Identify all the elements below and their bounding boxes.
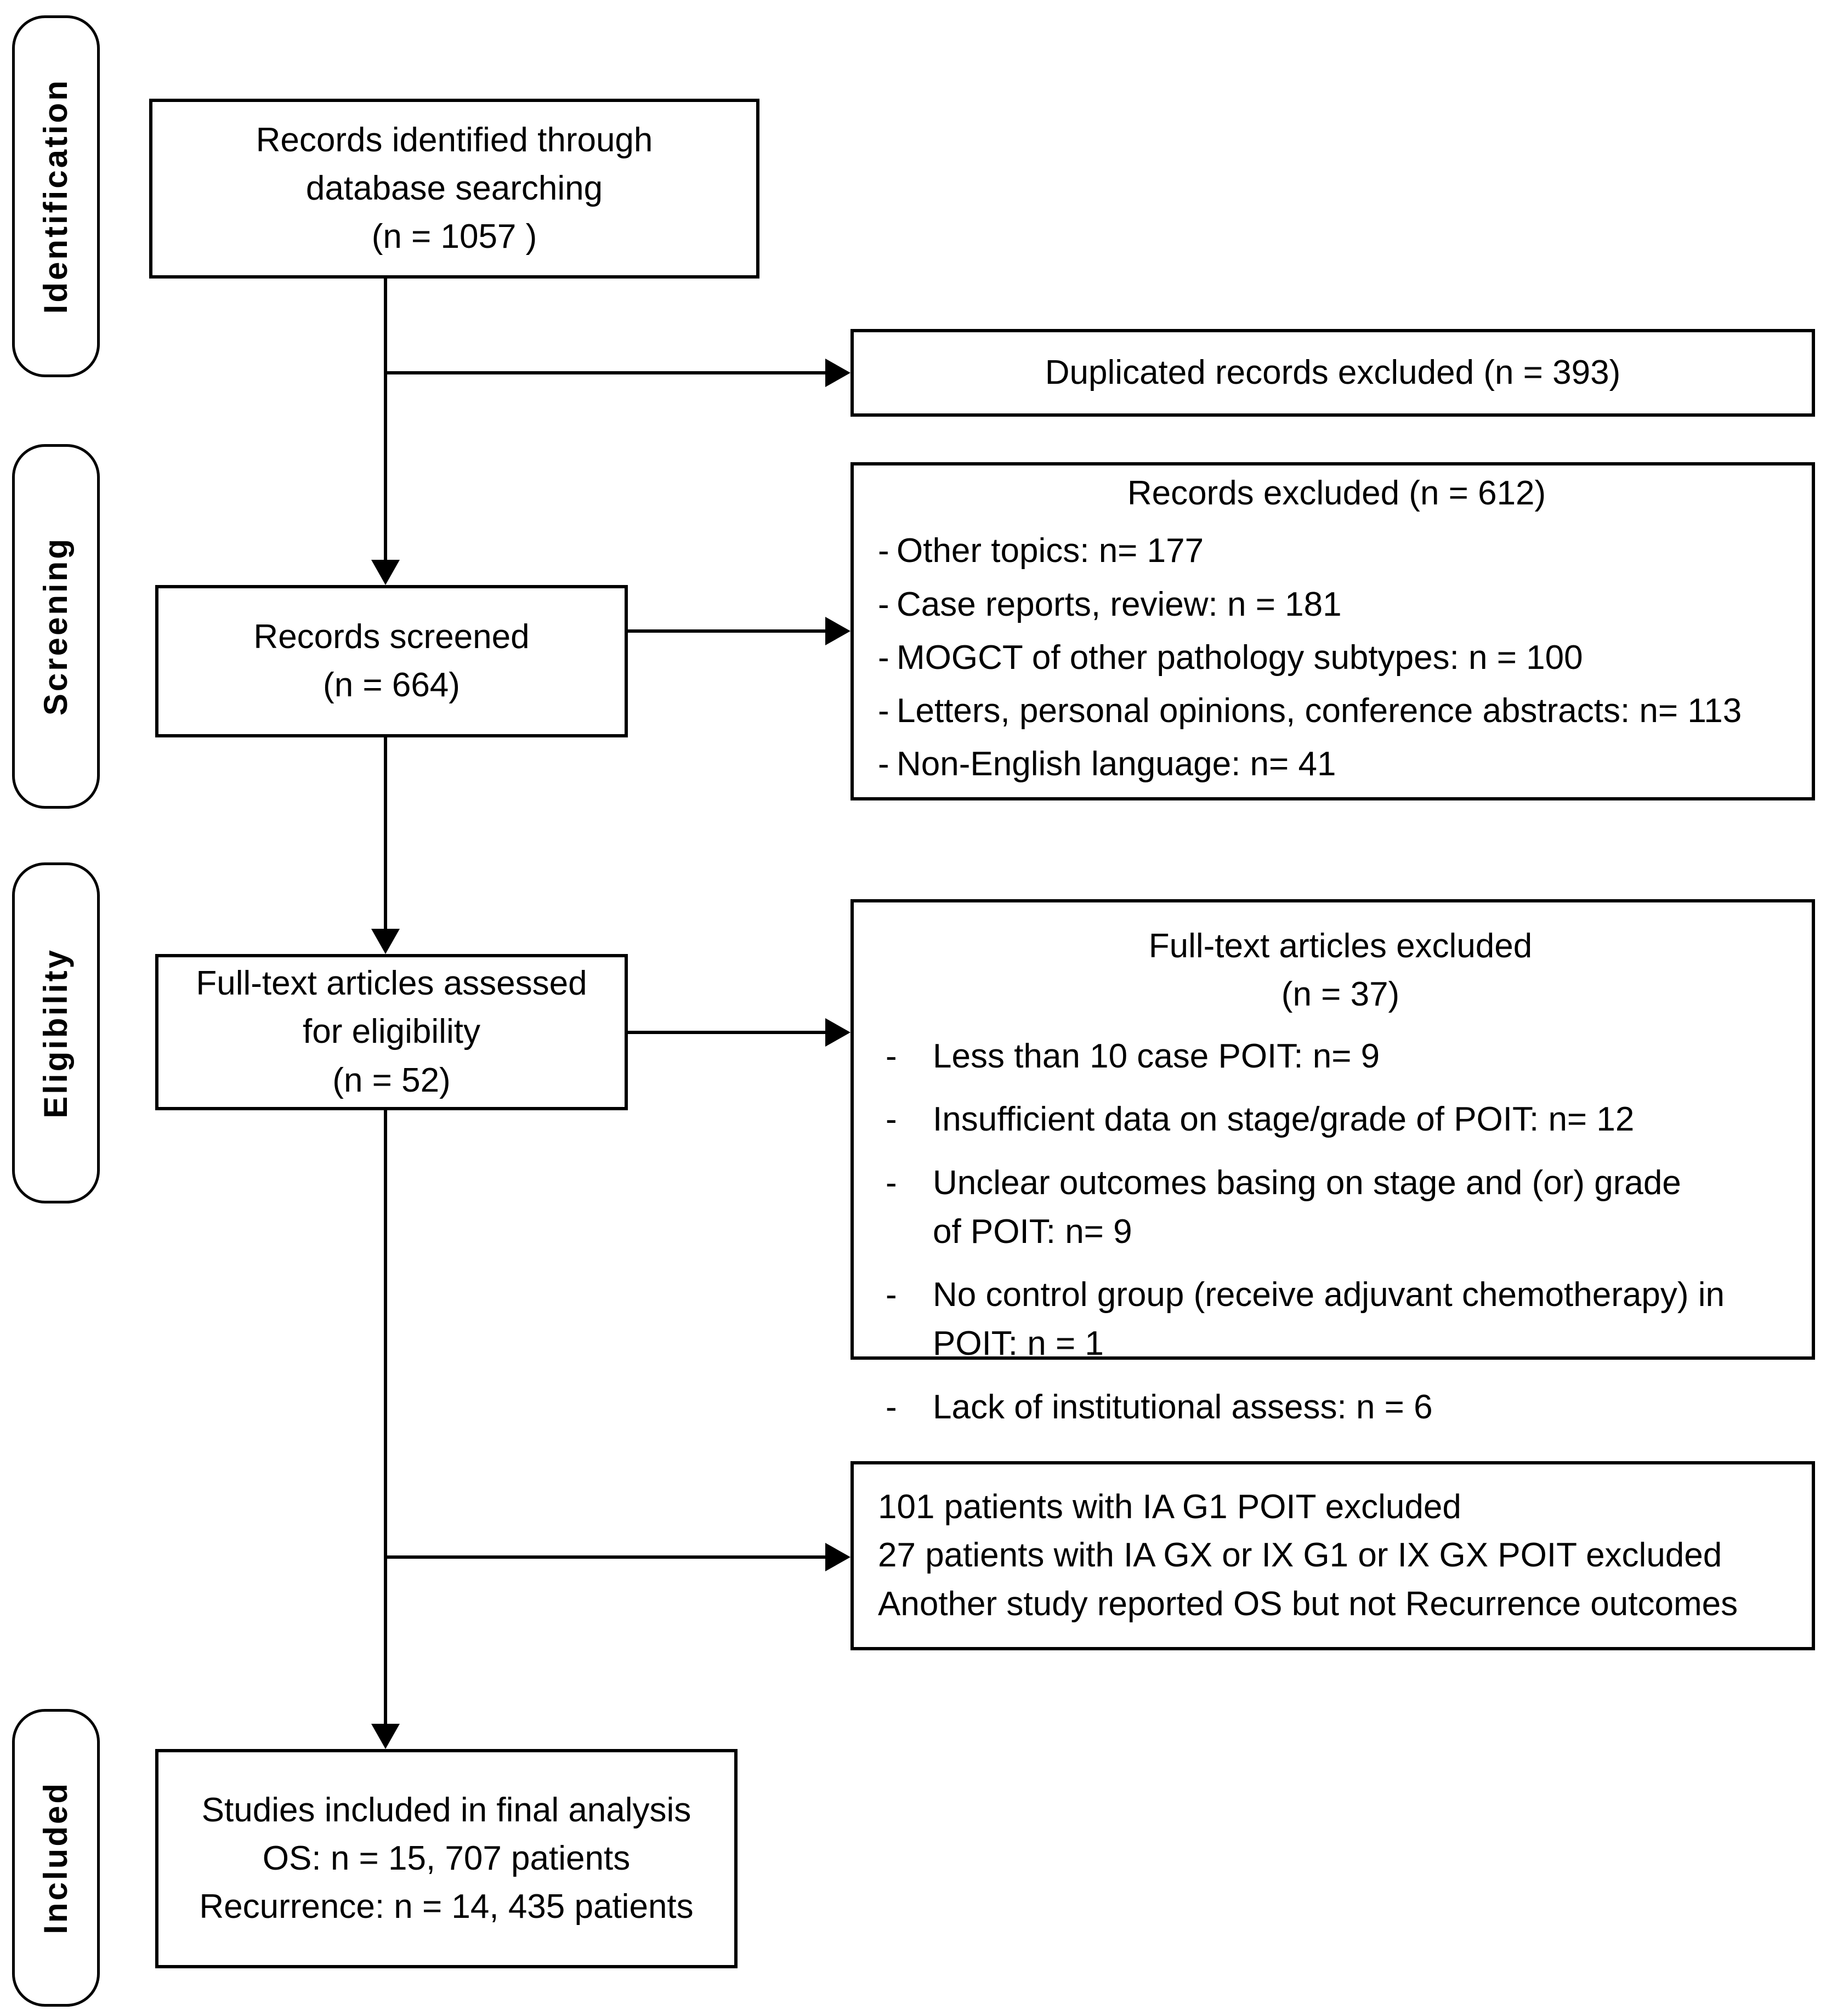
studies-included-line-1: Studies included in final analysis	[201, 1791, 691, 1829]
fulltext-excluded-title-line-2: (n = 37)	[1281, 975, 1400, 1014]
connector-to-patients-excluded	[384, 1555, 829, 1559]
records-screened-line-2: (n = 664)	[323, 666, 460, 704]
arrow-to-patients-excluded	[825, 1543, 850, 1571]
records-screened-line-1: Records screened	[253, 617, 530, 656]
dash-marker: -	[886, 1037, 897, 1076]
box-records-screened: Records screened (n = 664)	[155, 585, 628, 737]
studies-included-line-2: OS: n = 15, 707 patients	[262, 1839, 631, 1877]
duplicated-records-excluded-title: Duplicated records excluded (n = 393)	[1045, 353, 1621, 391]
dash-marker: -	[878, 638, 889, 677]
stage-label-identification: Identification	[37, 78, 74, 314]
records-excluded-title: Records excluded (n = 612)	[1127, 474, 1546, 513]
arrow-to-records-excluded	[825, 617, 850, 645]
box-studies-included: Studies included in final analysis OS: n…	[155, 1749, 738, 1968]
stage-label-screening: Screening	[37, 537, 74, 716]
box-patients-excluded: 101 patients with IA G1 POIT excluded 27…	[850, 1461, 1815, 1650]
dash-marker: -	[878, 532, 889, 570]
stage-label-eligibility: Eligibility	[37, 947, 74, 1118]
records-excluded-item-2: - Case reports, review: n = 181	[878, 580, 1795, 629]
dash-marker: -	[878, 745, 889, 783]
connector-fulltext-to-included	[384, 1110, 387, 1724]
records-excluded-item-4: - Letters, personal opinions, conference…	[878, 686, 1795, 735]
box-records-identified: Records identified through database sear…	[149, 99, 759, 279]
arrow-to-fulltext-excluded	[825, 1018, 850, 1047]
arrow-to-fulltext-assessed	[371, 929, 400, 954]
fulltext-excluded-title-line-1: Full-text articles excluded	[1148, 927, 1533, 965]
connector-to-duplicated-excluded	[384, 371, 829, 374]
records-identified-line-1: Records identified through	[256, 121, 653, 159]
fulltext-excluded-item-1: - Less than 10 case POIT: n= 9	[886, 1032, 1795, 1081]
fulltext-excluded-item-2: - Insufficient data on stage/grade of PO…	[886, 1095, 1795, 1144]
connector-to-fulltext-excluded	[628, 1031, 829, 1034]
dash-marker: -	[878, 692, 889, 730]
connector-screened-to-fulltext	[384, 737, 387, 929]
records-excluded-item-1: - Other topics: n= 177	[878, 526, 1795, 575]
stage-label-included: Included	[37, 1781, 74, 1934]
dash-marker: -	[878, 585, 889, 623]
patients-excluded-line-3: Another study reported OS but not Recurr…	[878, 1585, 1738, 1623]
stage-pill-screening: Screening	[12, 444, 100, 809]
dash-marker: -	[886, 1163, 897, 1202]
box-duplicated-records-excluded: Duplicated records excluded (n = 393)	[850, 329, 1815, 417]
box-records-excluded: Records excluded (n = 612) - Other topic…	[850, 462, 1815, 800]
stage-pill-identification: Identification	[12, 15, 100, 377]
box-fulltext-excluded: Full-text articles excluded (n = 37) - L…	[850, 899, 1815, 1426]
records-identified-line-2: database searching	[305, 169, 603, 207]
arrow-to-records-screened	[371, 560, 400, 585]
fulltext-assessed-line-1: Full-text articles assessed	[196, 964, 587, 1003]
arrow-to-duplicated-excluded	[825, 359, 850, 387]
records-excluded-item-3: - MOGCT of other pathology subtypes: n =…	[878, 633, 1795, 682]
box-fulltext-assessed: Full-text articles assessed for eligibil…	[155, 954, 628, 1110]
dash-marker: -	[886, 1276, 897, 1314]
arrow-to-studies-included	[371, 1724, 400, 1749]
dash-marker: -	[886, 1100, 897, 1139]
fulltext-excluded-item-3: - Unclear outcomes basing on stage and (…	[886, 1159, 1795, 1257]
fulltext-assessed-line-2: for eligibility	[303, 1013, 480, 1051]
connector-spine-top	[384, 279, 387, 560]
records-excluded-item-5: - Non-English language: n= 41	[878, 740, 1795, 788]
fulltext-excluded-list: - Less than 10 case POIT: n= 9 - Insuffi…	[886, 1032, 1795, 1446]
patients-excluded-line-1: 101 patients with IA G1 POIT excluded	[878, 1488, 1461, 1526]
stage-pill-included: Included	[12, 1709, 100, 2007]
studies-included-line-3: Recurrence: n = 14, 435 patients	[199, 1888, 694, 1926]
records-excluded-list: - Other topics: n= 177 - Case reports, r…	[878, 526, 1795, 793]
records-identified-line-3: (n = 1057 )	[371, 218, 537, 256]
fulltext-excluded-item-5: - Lack of institutional assess: n = 6	[886, 1383, 1795, 1432]
connector-to-records-excluded	[628, 629, 829, 633]
fulltext-excluded-item-4: - No control group (receive adjuvant che…	[886, 1270, 1795, 1368]
patients-excluded-line-2: 27 patients with IA GX or IX G1 or IX GX…	[878, 1536, 1722, 1575]
dash-marker: -	[886, 1388, 897, 1426]
stage-pill-eligibility: Eligibility	[12, 862, 100, 1203]
fulltext-assessed-line-3: (n = 52)	[332, 1061, 451, 1099]
